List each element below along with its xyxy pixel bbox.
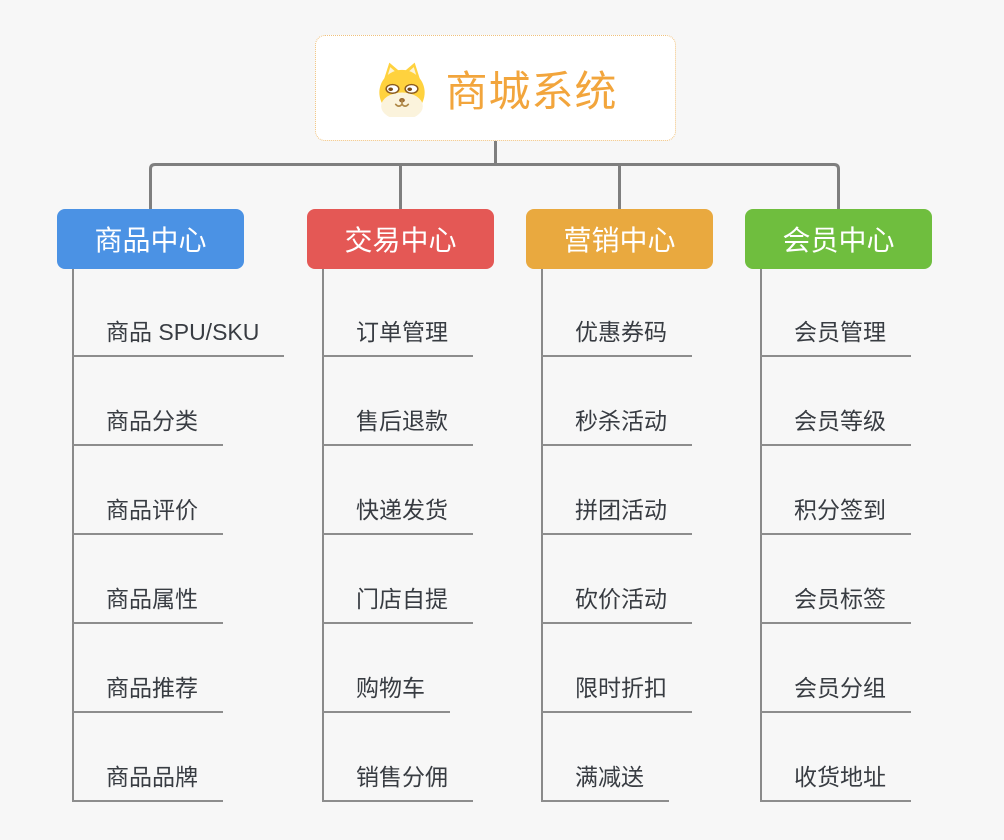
leaf-topic[interactable]: 购物车	[322, 672, 450, 713]
leaf-topic[interactable]: 满减送	[541, 761, 669, 802]
leaf-topic[interactable]: 积分签到	[760, 494, 911, 535]
dog-face-icon	[379, 62, 426, 117]
branch-header-marketing-center[interactable]: 营销中心	[526, 209, 713, 269]
leaf-topic[interactable]: 秒杀活动	[541, 405, 692, 446]
leaf-topic[interactable]: 商品推荐	[72, 672, 223, 713]
leaf-topic[interactable]: 会员等级	[760, 405, 911, 446]
leaf-topic[interactable]: 销售分佣	[322, 761, 473, 802]
leaf-topic[interactable]: 订单管理	[322, 316, 473, 357]
leaf-topic[interactable]: 售后退款	[322, 405, 473, 446]
leaf-topic[interactable]: 快递发货	[322, 494, 473, 535]
leaf-topic[interactable]: 收货地址	[760, 761, 911, 802]
branch-header-member-center[interactable]: 会员中心	[745, 209, 932, 269]
leaf-topic[interactable]: 商品分类	[72, 405, 223, 446]
leaf-topic[interactable]: 会员管理	[760, 316, 911, 357]
leaf-topic[interactable]: 限时折扣	[541, 672, 692, 713]
leaf-topic[interactable]: 砍价活动	[541, 583, 692, 624]
leaf-topic[interactable]: 会员标签	[760, 583, 911, 624]
branch-header-product-center[interactable]: 商品中心	[57, 209, 244, 269]
leaf-topic[interactable]: 优惠券码	[541, 316, 692, 357]
leaf-topic[interactable]: 会员分组	[760, 672, 911, 713]
leaf-topic[interactable]: 拼团活动	[541, 494, 692, 535]
leaf-topic[interactable]: 商品 SPU/SKU	[72, 316, 285, 357]
leaf-topic[interactable]: 商品品牌	[72, 761, 223, 802]
leaf-topic[interactable]: 商品属性	[72, 583, 223, 624]
root-node[interactable]: 商城系统	[315, 35, 676, 141]
leaf-topic[interactable]: 商品评价	[72, 494, 223, 535]
branch-header-trade-center[interactable]: 交易中心	[307, 209, 494, 269]
leaf-topic[interactable]: 门店自提	[322, 583, 473, 624]
root-title: 商城系统	[445, 67, 618, 115]
